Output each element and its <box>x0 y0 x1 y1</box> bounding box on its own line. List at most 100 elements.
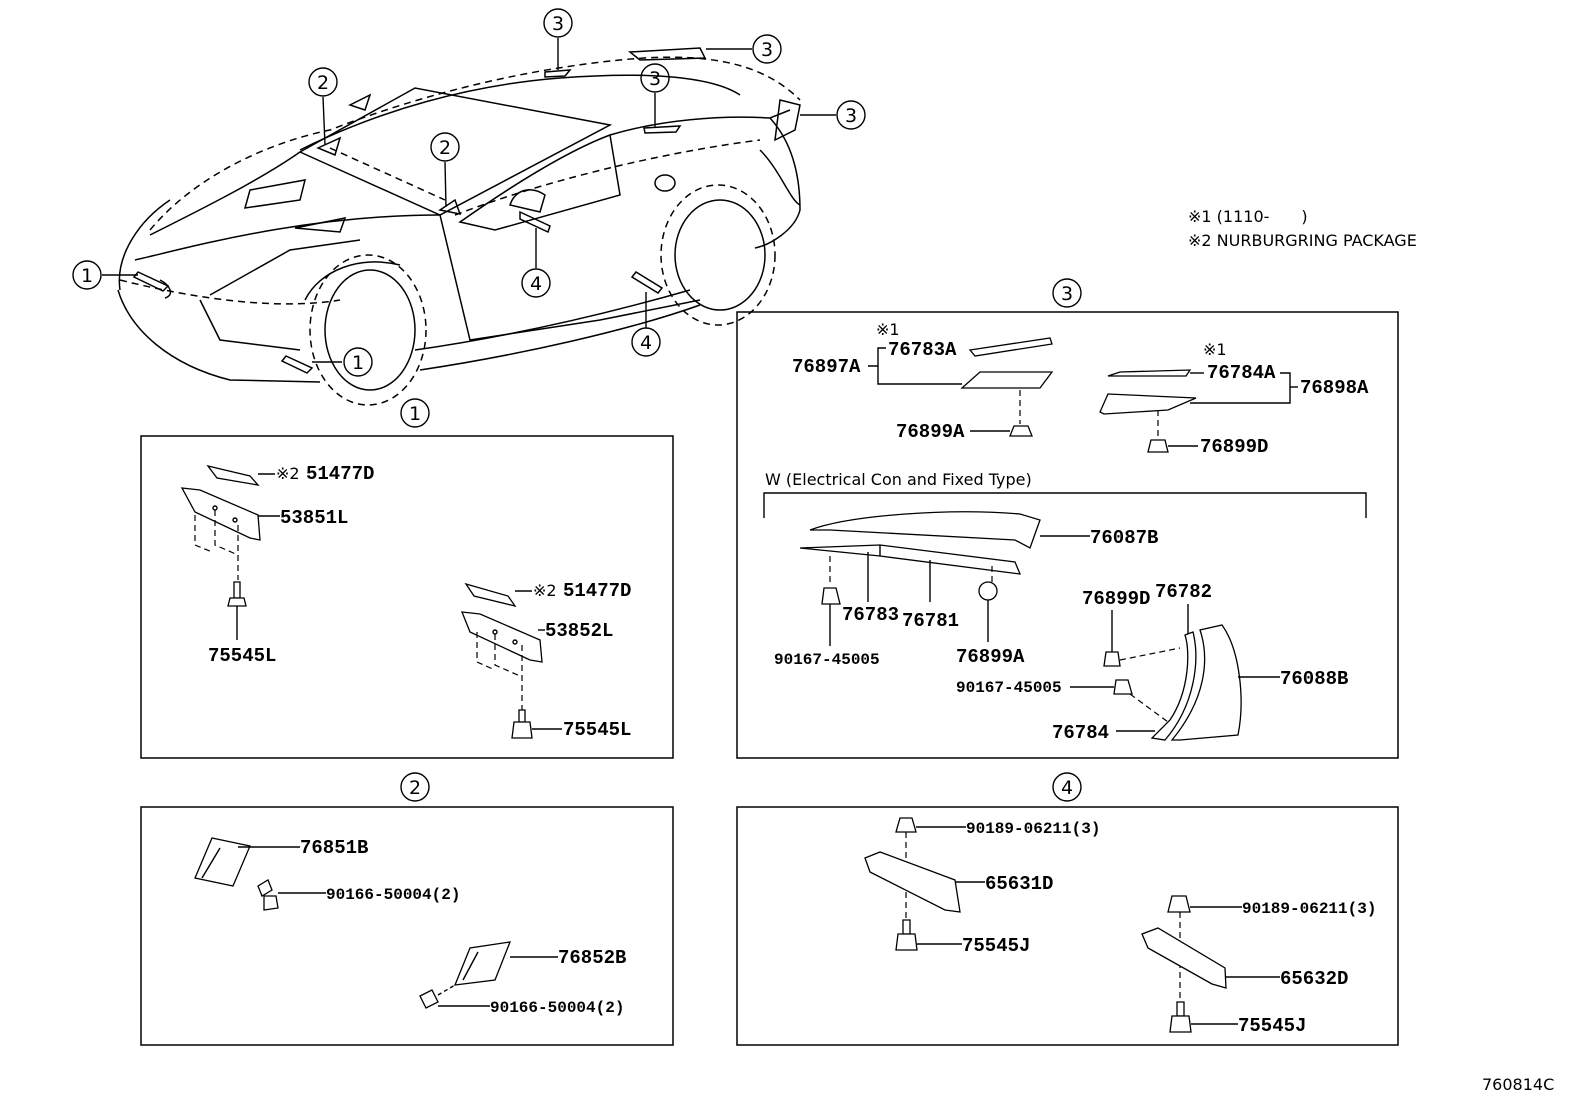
note-mark-s1-a: ※2 <box>276 464 300 483</box>
part-76088b[interactable]: 76088B <box>1280 668 1348 690</box>
screw-75545j-a <box>902 919 911 935</box>
part-90167-b[interactable]: 90167-45005 <box>956 679 1062 697</box>
section-2-title: 2 <box>400 772 430 802</box>
car-callout-4b[interactable]: 4 <box>631 327 661 357</box>
note-2: ※2 NURBURGRING PACKAGE <box>1188 231 1417 250</box>
part-76087b[interactable]: 76087B <box>1090 527 1158 549</box>
wing-76087b <box>809 511 1041 549</box>
section-2-box <box>140 806 674 1046</box>
part-51477d-a[interactable]: 51477D <box>306 463 374 485</box>
car-callout-leaders <box>102 38 836 363</box>
screw-90166-a <box>257 879 273 897</box>
car-callout-3d[interactable]: 3 <box>836 100 866 130</box>
screw-90167-b <box>1113 679 1133 695</box>
part-90189-a[interactable]: 90189-06211(3) <box>966 820 1100 838</box>
svg-text:1: 1 <box>81 265 93 287</box>
svg-text:2: 2 <box>439 137 451 159</box>
car-callout-1b[interactable]: 1 <box>343 347 373 377</box>
fin-76852b <box>453 941 512 986</box>
screw-90166-b <box>419 989 439 1009</box>
wing-type-label: W (Electrical Con and Fixed Type) <box>765 470 1032 489</box>
nut-76899a-top <box>1009 425 1033 437</box>
svg-text:3: 3 <box>649 68 661 90</box>
svg-text:4: 4 <box>1061 777 1073 799</box>
section-3-box <box>736 311 1399 759</box>
part-76897a[interactable]: 76897A <box>792 356 861 378</box>
part-76899d-low[interactable]: 76899D <box>1082 588 1150 610</box>
part-76899d-top[interactable]: 76899D <box>1200 436 1268 458</box>
screw-75545l-left <box>233 581 241 599</box>
part-90166-a[interactable]: 90166-50004(2) <box>326 886 460 904</box>
mark-1-b: ※1 <box>1203 340 1227 359</box>
car-callout-3b[interactable]: 3 <box>640 63 670 93</box>
part-51477d-b[interactable]: 51477D <box>563 580 631 602</box>
endplate-76088b <box>1170 624 1242 741</box>
svg-text:1: 1 <box>409 403 421 425</box>
pad-51477d-left <box>206 464 260 486</box>
part-90167-a[interactable]: 90167-45005 <box>774 651 880 669</box>
part-90189-b[interactable]: 90189-06211(3) <box>1242 900 1376 918</box>
car-callout-2a[interactable]: 2 <box>308 67 338 97</box>
part-75545l-b[interactable]: 75545L <box>563 719 631 741</box>
nut-76899d-top <box>1147 439 1169 453</box>
svg-text:4: 4 <box>530 273 542 295</box>
part-76851b[interactable]: 76851B <box>300 837 368 859</box>
part-76899a-top[interactable]: 76899A <box>896 421 965 443</box>
part-76784[interactable]: 76784 <box>1052 722 1109 744</box>
section-1-title: 1 <box>400 398 430 428</box>
car-callout-3a[interactable]: 3 <box>543 8 573 38</box>
part-65632d[interactable]: 65632D <box>1280 968 1348 990</box>
note-1: ※1 (1110- ) <box>1188 207 1308 226</box>
part-76898a[interactable]: 76898A <box>1300 377 1369 399</box>
car-callout-3c[interactable]: 3 <box>752 34 782 64</box>
part-76783a[interactable]: 76783A <box>888 339 957 361</box>
part-65631d[interactable]: 65631D <box>985 873 1053 895</box>
part-75545l-a[interactable]: 75545L <box>208 645 276 667</box>
clip-90189-b <box>1167 895 1191 913</box>
part-75545j-a[interactable]: 75545J <box>962 935 1030 957</box>
part-76783[interactable]: 76783 <box>842 604 899 626</box>
part-53852l[interactable]: 53852L <box>545 620 613 642</box>
svg-text:3: 3 <box>552 13 564 35</box>
car-callout-2b[interactable]: 2 <box>430 132 460 162</box>
wing-lower-76781 <box>799 544 1022 575</box>
car-illustration <box>117 47 801 406</box>
clip-90189-a <box>895 817 917 833</box>
part-76784a[interactable]: 76784A <box>1207 362 1276 384</box>
part-53851l[interactable]: 53851L <box>280 507 348 529</box>
part-76781[interactable]: 76781 <box>902 610 959 632</box>
figure-id: 760814C <box>1482 1075 1554 1094</box>
pad-51477d-right <box>464 582 517 608</box>
note-mark-s1-b: ※2 <box>533 581 557 600</box>
strip-76783a <box>968 337 1053 357</box>
part-90166-b[interactable]: 90166-50004(2) <box>490 999 624 1017</box>
fin-76897a <box>960 371 1054 389</box>
nut-76899a-low <box>978 581 998 601</box>
svg-text:2: 2 <box>317 72 329 94</box>
mark-1-a: ※1 <box>876 320 900 339</box>
fin-76851b <box>194 837 251 887</box>
plate-76782 <box>1150 631 1197 741</box>
bracket-65632d <box>1141 927 1227 989</box>
strip-76784a <box>1107 369 1192 377</box>
svg-text:3: 3 <box>845 105 857 127</box>
car-callout-1a[interactable]: 1 <box>72 260 102 290</box>
screw-75545l-right <box>518 709 526 723</box>
part-76899a-low[interactable]: 76899A <box>956 646 1025 668</box>
bracket-65631d <box>864 851 961 913</box>
svg-text:3: 3 <box>761 39 773 61</box>
screw-75545j-b <box>1176 1001 1185 1017</box>
section-4-box <box>736 806 1399 1046</box>
part-76852b[interactable]: 76852B <box>558 947 626 969</box>
part-75545j-b[interactable]: 75545J <box>1238 1015 1306 1037</box>
bracket-53852l <box>460 611 543 663</box>
car-callout-4a[interactable]: 4 <box>521 268 551 298</box>
section-3-title: 3 <box>1052 278 1082 308</box>
bracket-53851l <box>180 487 261 541</box>
section-4-title: 4 <box>1052 772 1082 802</box>
section-1-box <box>140 435 674 759</box>
part-76782[interactable]: 76782 <box>1155 581 1212 603</box>
svg-text:3: 3 <box>1061 283 1073 305</box>
svg-text:1: 1 <box>352 352 364 374</box>
